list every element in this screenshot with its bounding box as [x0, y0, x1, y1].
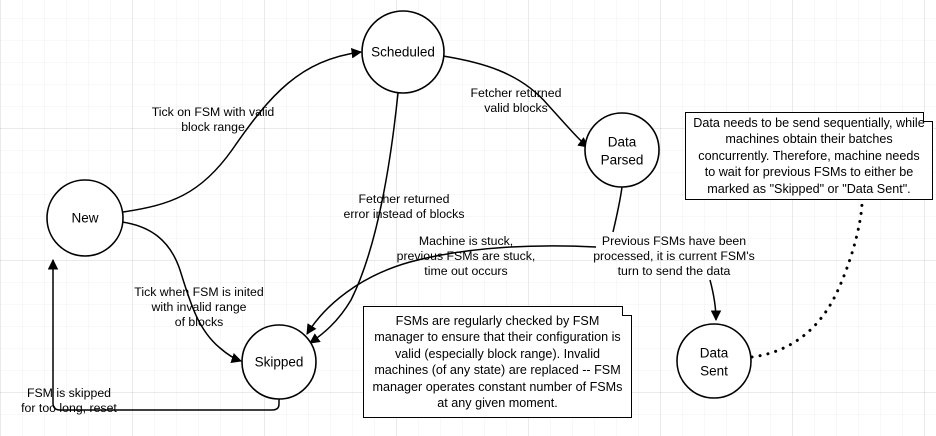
note-sequential: Data needs to be send sequentially, whil…	[685, 112, 933, 200]
note-fold-corner-icon	[923, 112, 933, 122]
note-fsm-manager: FSMs are regularly checked by FSM manage…	[363, 306, 632, 418]
node-new-label: New	[71, 211, 98, 226]
node-data-parsed-circle[interactable]	[584, 112, 660, 188]
node-new[interactable]: New	[46, 179, 124, 257]
edge-label-scheduled-to-skipped: Fetcher returned error instead of blocks	[343, 192, 465, 221]
edge-label-scheduled-to-parsed: Fetcher returned valid blocks	[470, 86, 562, 115]
node-skipped-label: Skipped	[255, 355, 304, 370]
edge-parsed-to-skipped	[306, 245, 597, 335]
note-fsm-manager-text: FSMs are regularly checked by FSM manage…	[372, 313, 623, 411]
node-data-parsed[interactable]: Data Parsed	[584, 112, 660, 188]
edge-new-to-skipped	[121, 221, 242, 363]
node-data-parsed-label-line1: Data	[608, 135, 637, 150]
edge-data-sent-note-link	[750, 200, 864, 359]
edge-label-parsed-to-sent: Previous FSMs have been processed, it is…	[593, 234, 755, 278]
node-scheduled[interactable]: Scheduled	[361, 10, 445, 94]
edge-label-new-to-skipped: Tick when FSM is inited with invalid ran…	[134, 285, 264, 329]
node-scheduled-circle[interactable]	[361, 10, 445, 94]
node-new-circle[interactable]	[46, 179, 124, 257]
node-data-parsed-label-line2: Parsed	[601, 153, 644, 168]
node-data-sent-circle[interactable]	[676, 323, 752, 399]
node-scheduled-label: Scheduled	[371, 45, 435, 60]
edge-label-skipped-to-new: FSM is skipped for too long, reset	[21, 386, 117, 415]
node-skipped-circle[interactable]	[241, 324, 317, 400]
note-sequential-text: Data needs to be send sequentially, whil…	[693, 115, 925, 196]
edge-parsed-to-sent-lower	[709, 279, 722, 322]
edge-new-to-scheduled	[122, 48, 363, 213]
edge-scheduled-to-skipped	[309, 92, 399, 344]
edge-parsed-to-sent-upper	[612, 186, 623, 233]
node-data-sent[interactable]: Data Sent	[676, 323, 752, 399]
note-fold-corner-icon	[622, 306, 632, 316]
edge-label-new-to-scheduled: Tick on FSM with valid block range	[151, 105, 275, 134]
edge-scheduled-to-parsed	[442, 55, 589, 148]
node-skipped[interactable]: Skipped	[241, 324, 317, 400]
edge-skipped-to-new	[47, 258, 280, 411]
node-data-sent-label-line2: Sent	[700, 364, 728, 379]
node-data-sent-label-line1: Data	[700, 346, 729, 361]
edge-label-parsed-to-skipped: Machine is stuck, previous FSMs are stuc…	[396, 234, 536, 278]
